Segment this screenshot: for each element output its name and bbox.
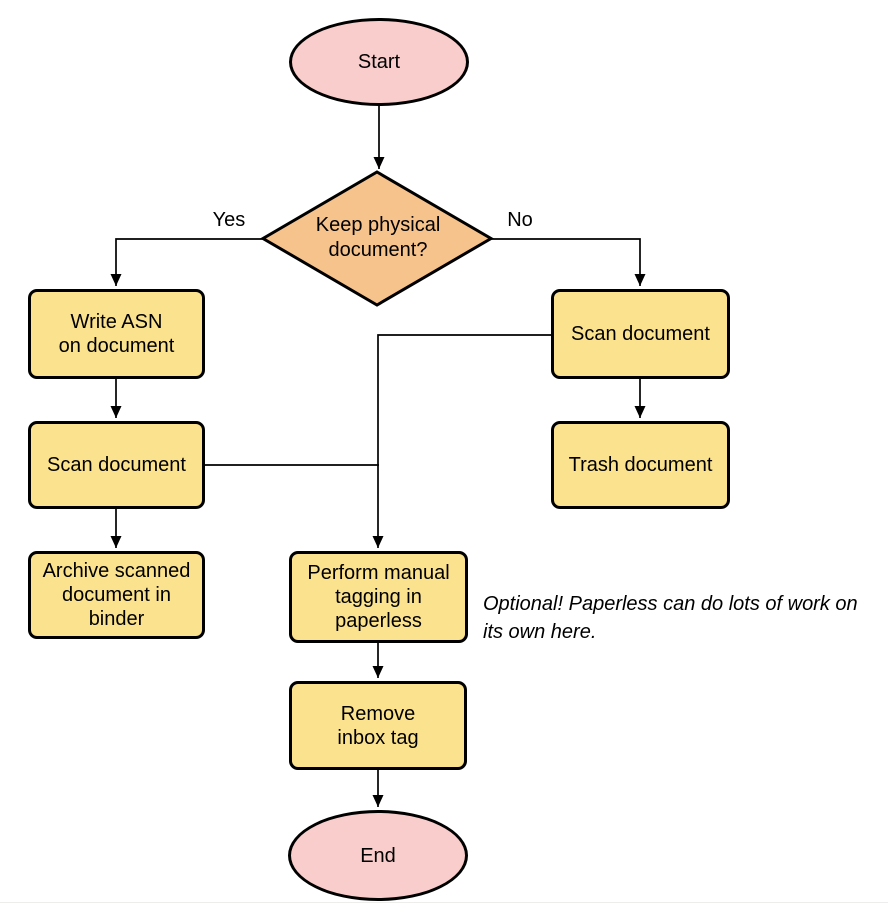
edge-decision-yes-to-write-asn xyxy=(110,238,263,286)
start-terminal-node: Start xyxy=(289,18,469,106)
page-bottom-edge-line xyxy=(0,902,888,903)
end-terminal-node: End xyxy=(288,810,468,901)
process-remove-inbox-tag: Remove inbox tag xyxy=(289,681,467,770)
process-scan-document-left: Scan document xyxy=(28,421,205,509)
process-trash-document: Trash document xyxy=(551,421,730,509)
decision-diamond-shape xyxy=(260,170,494,307)
edge-label-no: No xyxy=(507,209,533,231)
process-scan-document-right: Scan document xyxy=(551,289,730,379)
process-archive-scanned-document: Archive scanned document in binder xyxy=(28,551,205,639)
decision-keep-physical-document-label: Keep physical document? xyxy=(315,214,441,261)
process-write-asn-on-document: Write ASN on document xyxy=(28,289,205,379)
process-perform-manual-tagging: Perform manual tagging in paperless xyxy=(289,551,468,643)
edge-label-yes: Yes xyxy=(212,209,246,231)
edge-decision-no-to-scan-right xyxy=(491,238,646,286)
optional-note-annotation: Optional! Paperless can do lots of work … xyxy=(483,593,858,643)
edge-scan-right-to-tagging xyxy=(372,334,551,548)
